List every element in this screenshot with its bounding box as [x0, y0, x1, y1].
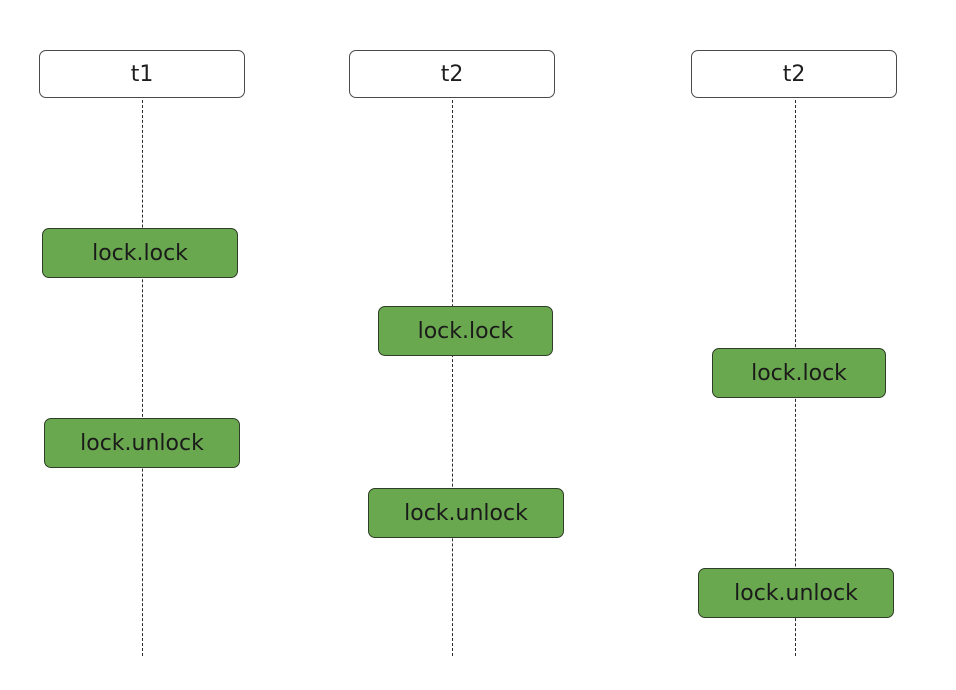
thread-header-t2-b: t2 [691, 50, 897, 98]
event-lock-lock-t1: lock.lock [42, 228, 238, 278]
event-lock-unlock-t1: lock.unlock [44, 418, 240, 468]
event-lock-lock-t2-b: lock.lock [712, 348, 886, 398]
lifeline-t2-a [452, 100, 453, 656]
thread-header-t2-a: t2 [349, 50, 555, 98]
event-lock-unlock-t2-b: lock.unlock [698, 568, 894, 618]
event-lock-unlock-t2-a: lock.unlock [368, 488, 564, 538]
event-lock-lock-t2-a: lock.lock [378, 306, 553, 356]
thread-header-t1: t1 [39, 50, 245, 98]
lifeline-t1 [142, 100, 143, 656]
